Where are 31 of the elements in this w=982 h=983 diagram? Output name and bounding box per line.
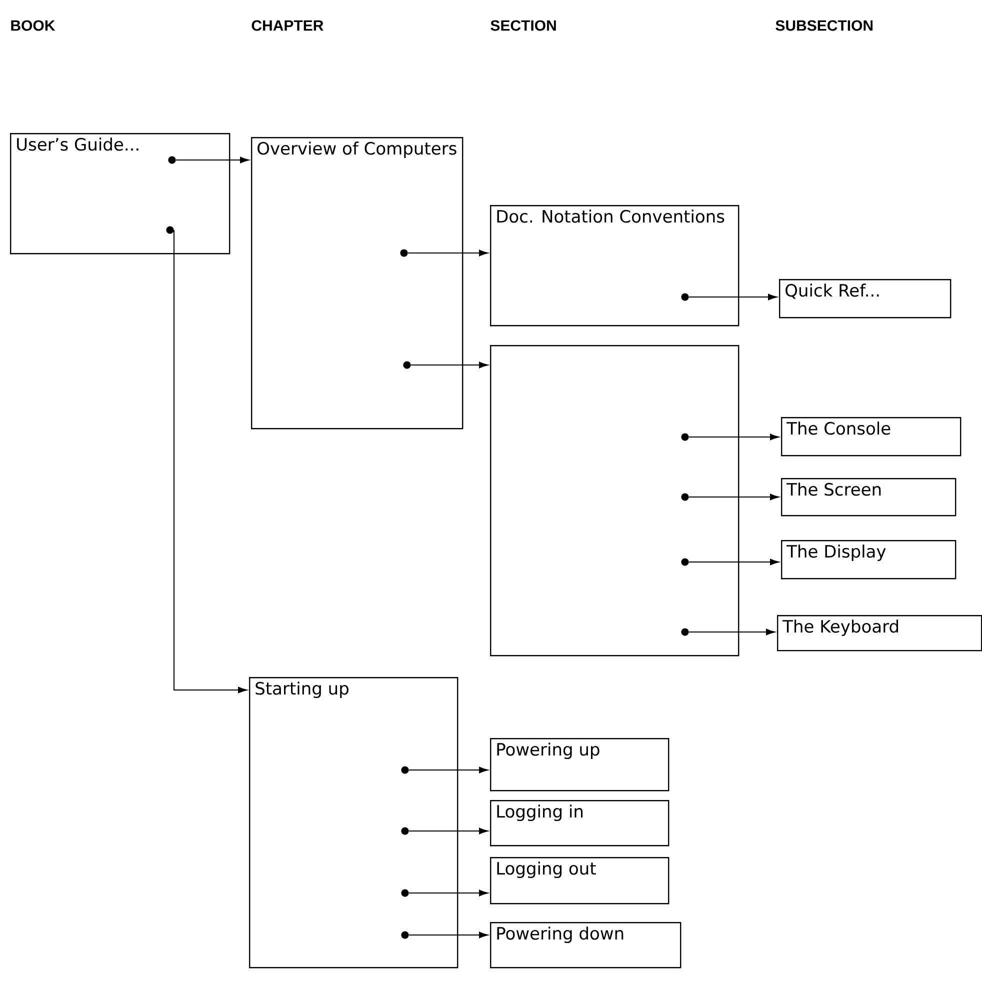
section-box: Powering down xyxy=(490,922,682,968)
arrow xyxy=(408,828,488,834)
arrow xyxy=(688,434,780,440)
section-box: The Screen xyxy=(781,478,956,516)
section-box: Powering up xyxy=(490,738,670,792)
section-box: The Keyboard xyxy=(777,615,982,652)
arrow xyxy=(176,156,250,164)
section-box: Overview of Computers xyxy=(251,137,464,430)
column-heading: CHAPTER xyxy=(252,20,324,31)
section-box: Logging in xyxy=(490,800,670,846)
arrow xyxy=(408,766,488,774)
arrow xyxy=(174,230,248,694)
arrow xyxy=(408,890,488,896)
arrow xyxy=(688,294,778,300)
empty-box xyxy=(490,345,740,656)
section-box: The Display xyxy=(781,540,956,580)
section-box: Quick Ref... xyxy=(779,279,952,318)
arrow xyxy=(408,932,488,938)
arrow xyxy=(410,362,488,368)
section-box: The Console xyxy=(781,417,962,456)
column-heading: SECTION xyxy=(490,20,556,31)
section-box: Doc. Notation Conventions xyxy=(490,205,740,326)
column-heading: BOOK xyxy=(11,20,56,31)
arrow xyxy=(688,628,776,636)
arrow xyxy=(688,494,780,500)
arrow xyxy=(688,558,780,566)
column-heading: SUBSECTION xyxy=(776,20,873,31)
section-box: User’s Guide... xyxy=(10,133,230,254)
section-box: Starting up xyxy=(249,677,458,968)
arrow xyxy=(408,250,488,256)
section-box: Logging out xyxy=(490,857,670,904)
